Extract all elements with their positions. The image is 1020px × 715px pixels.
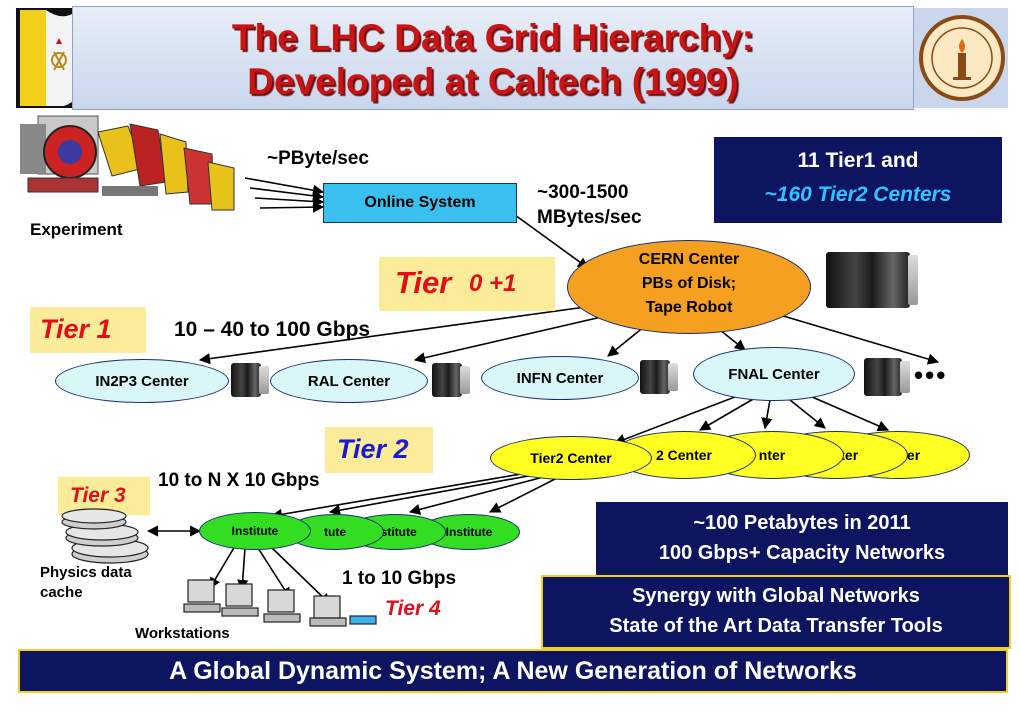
tier1-label: Tier 1: [40, 314, 112, 344]
tier2-to-institute-3: [408, 473, 556, 515]
disk-stack-icon: [61, 508, 149, 564]
tier2-label: Tier 2: [337, 434, 409, 464]
experiment-link-1: [244, 177, 325, 196]
tier1-center-ral: RAL Center: [270, 359, 428, 403]
server-icon: [231, 363, 269, 397]
fnal-to-tier2-5: [809, 395, 890, 432]
tier2-to-institute-1: [270, 469, 546, 520]
online-rate-line1: ~300-1500: [537, 182, 629, 203]
fnal-to-tier2-3: [761, 399, 773, 430]
tier0-label: Tier: [395, 265, 452, 300]
physics-cache-line1: Physics data: [40, 564, 132, 581]
tier1-center-infn: INFN Center: [481, 356, 639, 400]
experiment-rate: ~PByte/sec: [267, 148, 369, 169]
tier4-link-speed: 1 to 10 Gbps: [342, 568, 457, 589]
footer-text: A Global Dynamic System; A New Generatio…: [169, 656, 857, 685]
online-to-cern-link: [514, 214, 589, 269]
detector-image: [20, 115, 235, 211]
online-system-label: Online System: [364, 194, 476, 211]
cern-center-node: CERN Center PBs of Disk; Tape Robot: [567, 240, 811, 334]
cern-to-ral-link: [413, 314, 611, 364]
fnal-to-tier2-2: [699, 397, 756, 431]
tier1-label-box: Tier 1: [30, 307, 146, 353]
synergy-line2: State of the Art Data Transfer Tools: [609, 615, 943, 637]
fnal-to-tier2-4: [789, 399, 826, 429]
title-bar: The LHC Data Grid Hierarchy: Developed a…: [72, 6, 914, 110]
tier3-label: Tier 3: [70, 484, 126, 507]
tier1-link-speed: 10 – 40 to 100 Gbps: [174, 318, 371, 341]
institute-to-ws-4: [269, 545, 331, 605]
server-icon: [864, 358, 910, 396]
tier1-summary-line1: 11 Tier1 and: [797, 149, 919, 172]
physics-cache-line2: cache: [40, 584, 83, 601]
cern-line1: CERN Center: [638, 251, 740, 268]
institute-to-ws-2: [237, 547, 249, 592]
tier2-label-box: Tier 2: [325, 427, 433, 473]
tier0-number: 0 +1: [469, 270, 517, 297]
experiment-link-2: [249, 187, 325, 202]
synergy-box: Synergy with Global Networks State of th…: [541, 575, 1011, 649]
workstations-label: Workstations: [135, 625, 230, 642]
cern-to-in2p3-link: [198, 304, 601, 365]
tier1-center-fnal: FNAL Center: [693, 347, 855, 401]
more-centers-ellipsis: •••: [914, 360, 948, 390]
petabytes-box: ~100 Petabytes in 2011 100 Gbps+ Capacit…: [596, 502, 1008, 576]
experiment-label: Experiment: [30, 220, 123, 239]
tier1-summary-box: 11 Tier1 and ~160 Tier2 Centers: [714, 137, 1002, 223]
tier2-link-speed: 10 to N X 10 Gbps: [158, 470, 320, 491]
tier1-summary-line2: ~160 Tier2 Centers: [764, 183, 952, 206]
tier2-to-institute-4: [489, 473, 566, 513]
cern-to-more-link: [779, 314, 940, 365]
server-icon: [640, 360, 678, 394]
flag-icon: [20, 10, 72, 106]
cern-line2: PBs of Disk;: [641, 275, 737, 292]
experiment-link-4: [259, 201, 325, 213]
fnal-to-tier2-1: [613, 394, 741, 445]
title-line-2: Developed at Caltech (1999): [247, 61, 739, 102]
synergy-line1: Synergy with Global Networks: [632, 585, 920, 607]
online-rate-line2: MBytes/sec: [537, 207, 642, 228]
title-line-1: The LHC Data Grid Hierarchy:: [231, 17, 755, 58]
petabytes-line1: ~100 Petabytes in 2011: [693, 512, 911, 534]
caltech-seal: [919, 15, 1005, 101]
server-icon: [826, 252, 918, 308]
tier3-label-box: Tier 3: [58, 477, 150, 515]
footer-banner: A Global Dynamic System; A New Generatio…: [18, 649, 1008, 693]
institute-node-front: Institute: [199, 512, 311, 550]
workstations-icon: [183, 579, 377, 627]
online-system-box: Online System: [323, 183, 517, 223]
petabytes-line2: 100 Gbps+ Capacity Networks: [658, 542, 946, 564]
cern-line3: Tape Robot: [645, 299, 733, 316]
tier0-label-box: Tier 0 +1: [379, 257, 555, 311]
tier2-to-institute-2: [328, 471, 551, 516]
tier2-center-front: Tier2 Center: [490, 436, 652, 480]
tier1-center-in2p3: IN2P3 Center: [55, 359, 229, 403]
tier4-label: Tier 4: [385, 597, 441, 620]
experiment-link-3: [254, 195, 325, 207]
server-icon: [432, 363, 470, 397]
